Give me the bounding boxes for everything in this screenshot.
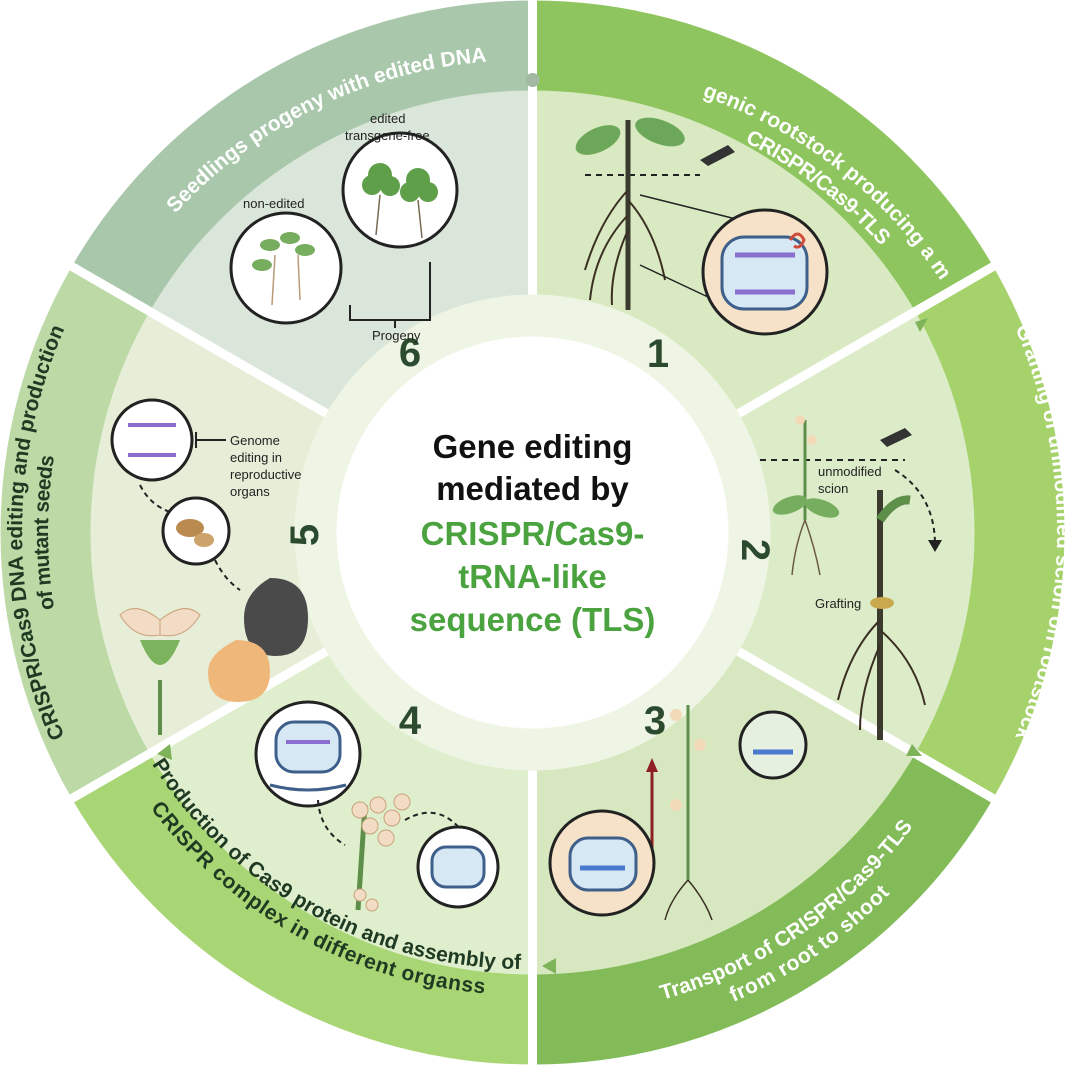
step-number-3: 3 [644,699,666,743]
center-title-line-1: Gene editing [433,428,633,465]
edited-inset [341,131,459,249]
flow-arrow-icon [157,744,172,760]
progeny-label: Progeny [372,328,421,343]
step-1-illustration [575,117,829,336]
flower-icon [119,608,201,637]
center-title-line-4: tRNA-like [458,558,607,595]
dna-inset [110,398,194,482]
graft-union-icon [870,597,894,609]
non-edited-label: non-edited [243,196,304,211]
step-5-illustration: Genome editing in reproductive organs [110,398,308,735]
grafting-label: Grafting [815,596,861,611]
edited-label: edited [370,111,405,126]
flow-arrow-icon [915,318,928,332]
scalpel-icon [700,145,735,166]
mutant-seed-icon [208,640,270,702]
step-2-illustration: unmodified scion Grafting [760,415,942,740]
flow-arrows [157,73,928,974]
non-edited-inset [229,211,343,325]
step-numbers: 1 2 3 4 5 6 [283,331,777,743]
progeny-bracket [349,262,431,321]
flow-arrow-icon [906,744,922,756]
step-number-5: 5 [283,524,327,546]
cell-inset-3a [738,710,808,780]
unmodified-scion-label: unmodified [818,464,882,479]
flow-arrow-icon [542,958,556,974]
genome-editing-label-3: reproductive [230,467,302,482]
step-number-2: 2 [733,539,777,561]
step-number-1: 1 [647,332,669,376]
step-number-6: 6 [399,331,421,375]
seed-icon [244,578,308,656]
scalpel-icon [880,428,912,447]
center-title-line-2: mediated by [436,470,629,507]
center-disc [336,336,729,729]
genome-editing-label-2: editing in [230,450,282,465]
step-4-illustration [254,700,500,912]
unmodified-scion-label-2: scion [818,481,848,496]
step-6-illustration: non-edited edited transgene-free Progeny [229,111,459,343]
genome-editing-label: Genome [230,433,280,448]
center-title-line-3: CRISPR/Cas9- [421,515,645,552]
step-3-illustration [548,705,808,921]
edited-label-2: transgene-free [345,128,430,143]
center-title: Gene editing mediated by CRISPR/Cas9- tR… [410,428,656,638]
genome-editing-label-4: organs [230,484,270,499]
step-number-4: 4 [399,699,422,743]
flow-node-icon [525,73,540,87]
center-title-line-5: sequence (TLS) [410,601,656,638]
